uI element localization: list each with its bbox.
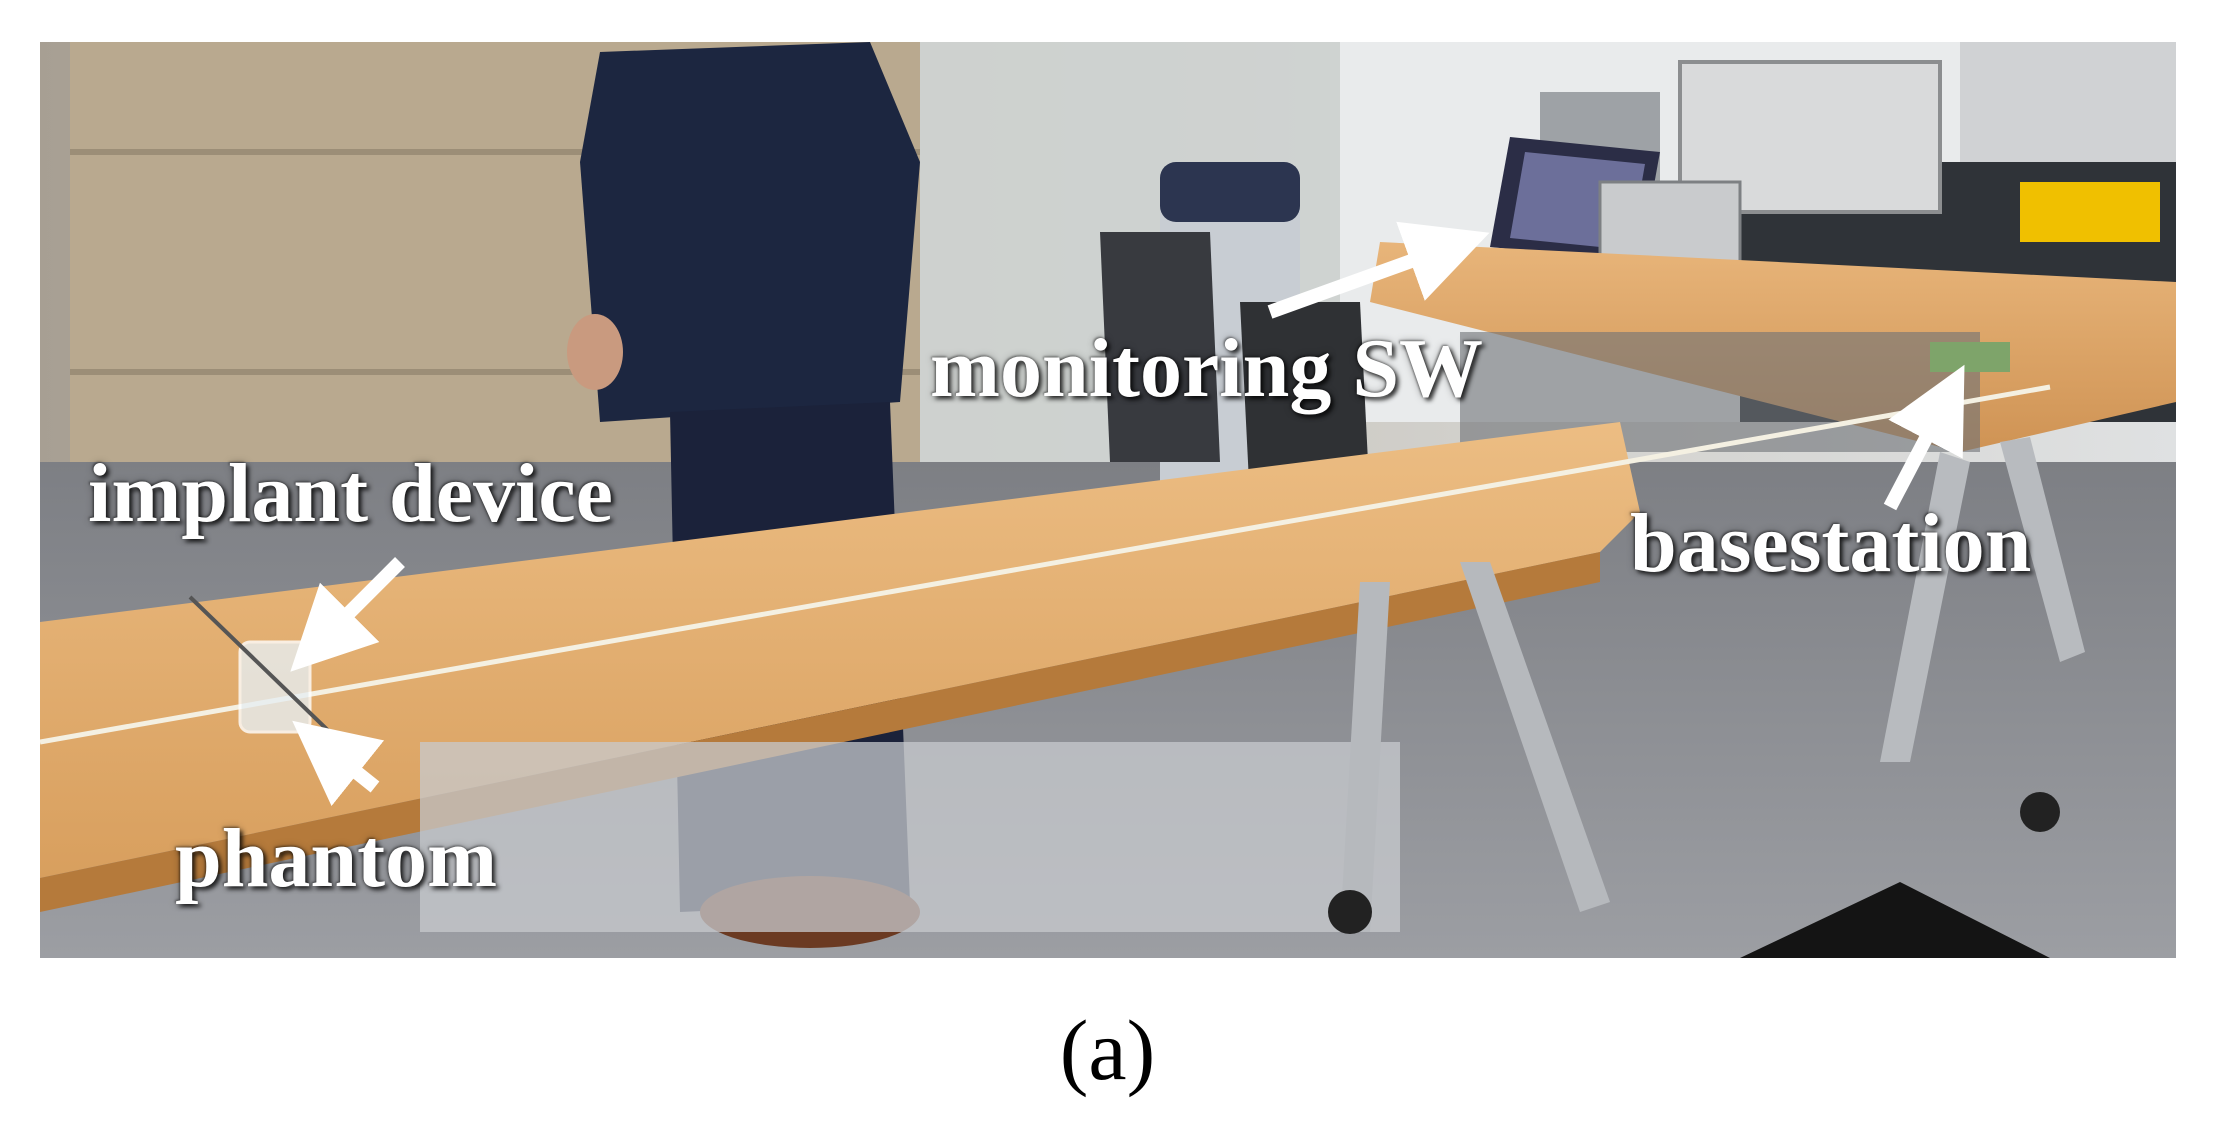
photo-scene	[40, 42, 2176, 958]
arrow-monitoring-sw	[1267, 221, 1490, 319]
yellow-instrument	[2020, 182, 2160, 242]
chair	[1100, 232, 1220, 462]
label-monitoring-sw: monitoring SW	[930, 322, 1484, 415]
measuring-tape	[40, 384, 2051, 745]
arrow-basestation	[1883, 364, 1965, 511]
table-modesty-panel	[420, 742, 1400, 932]
chair-2	[1240, 302, 1370, 502]
basestation-board	[1930, 342, 2010, 372]
photo: monitoring SW implant device basestation…	[40, 42, 2176, 958]
label-implant-device: implant device	[88, 447, 613, 540]
label-basestation: basestation	[1630, 497, 2032, 590]
label-phantom: phantom	[175, 812, 498, 905]
arrow-implant-device	[290, 557, 405, 672]
arrow-phantom	[292, 720, 385, 807]
person-jacket	[580, 42, 920, 422]
figure-caption: (a)	[1059, 1002, 1156, 1098]
table-leg	[1340, 582, 1390, 932]
drawer-cabinet	[1960, 42, 2176, 162]
desk-leg	[1880, 452, 1970, 762]
